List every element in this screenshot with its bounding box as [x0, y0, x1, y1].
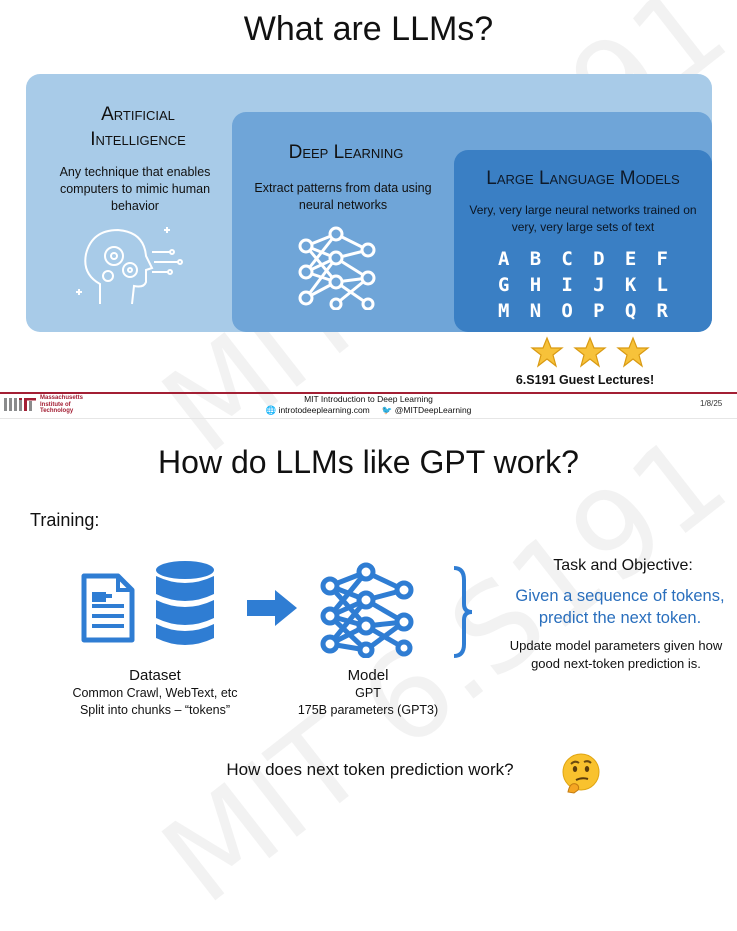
- inst-line: Massachusetts: [40, 395, 84, 401]
- footer-divider: [0, 392, 737, 394]
- dl-description: Extract patterns from data using neural …: [254, 181, 432, 212]
- task-title: Task and Objective:: [553, 557, 693, 574]
- website-link[interactable]: 🌐 introtodeeplearning.com: [266, 405, 370, 415]
- mit-logo-icon: [4, 398, 36, 411]
- twitter-handle: @MITDeepLearning: [394, 405, 472, 415]
- letter: O: [561, 300, 573, 322]
- neural-network-icon: [320, 562, 414, 658]
- letter: C: [561, 248, 573, 270]
- footer-center: MIT Introduction to Deep Learning 🌐 intr…: [200, 394, 537, 415]
- dataset-line: Split into chunks – “tokens”: [79, 703, 231, 717]
- ai-title: Artificial Intelligence: [48, 102, 228, 152]
- llm-title: Large Language Models: [486, 168, 680, 189]
- ai-title-line2: Intelligence: [90, 129, 186, 150]
- llm-box: [454, 150, 712, 332]
- letter: K: [624, 274, 637, 296]
- star-icon: [616, 336, 650, 368]
- slide-title: How do LLMs like GPT work?: [158, 444, 579, 480]
- letter: I: [561, 274, 573, 296]
- course-name: MIT Introduction to Deep Learning: [304, 394, 433, 404]
- dataset-title: Dataset: [129, 667, 181, 684]
- question-text: How does next token prediction work?: [226, 760, 514, 779]
- letter: F: [656, 248, 668, 270]
- inst-line: Institute of: [40, 401, 71, 408]
- letter: H: [529, 274, 542, 296]
- guest-lectures-label: 6.S191 Guest Lectures!: [515, 373, 655, 387]
- website-text: introtodeeplearning.com: [278, 405, 370, 415]
- star-icons: [530, 336, 650, 368]
- inst-line: Technology: [40, 408, 74, 414]
- model-title: Model: [347, 667, 389, 684]
- letter: M: [498, 300, 510, 322]
- slide-separator: [0, 418, 737, 419]
- task-description: Given a sequence of tokens, predict the …: [515, 587, 725, 627]
- twitter-bird-icon: 🐦: [381, 405, 393, 415]
- task-update-text: Update model parameters given how good n…: [509, 638, 723, 671]
- ai-title-line1: Artificial: [101, 104, 175, 125]
- letter: L: [656, 274, 668, 296]
- document-icon: [81, 573, 135, 643]
- letter: E: [624, 248, 637, 270]
- star-icon: [573, 336, 607, 368]
- ai-description: Any technique that enables computers to …: [59, 165, 211, 213]
- letter: G: [498, 274, 510, 296]
- dataset-line: Common Crawl, WebText, etc: [72, 686, 238, 700]
- dl-title: Deep Learning: [288, 142, 404, 163]
- letter: B: [529, 248, 542, 270]
- model-line: GPT: [355, 686, 381, 700]
- thinking-face-icon: [562, 753, 600, 794]
- right-arrow-icon: [247, 590, 297, 626]
- ai-head-icon: [76, 227, 183, 305]
- star-icon: [530, 336, 564, 368]
- database-icon: [156, 561, 214, 645]
- letter: N: [529, 300, 542, 322]
- model-line: 175B parameters (GPT3): [297, 703, 439, 717]
- letter: A: [498, 248, 510, 270]
- letter: P: [593, 300, 605, 322]
- training-label: Training:: [30, 510, 100, 530]
- letter: D: [593, 248, 605, 270]
- globe-icon: 🌐: [265, 405, 277, 415]
- slide-title: What are LLMs?: [243, 10, 494, 48]
- footer-links: 🌐 introtodeeplearning.com 🐦 @MITDeepLear…: [200, 405, 537, 415]
- mit-institution-name: Massachusetts Institute of Technology: [40, 395, 83, 415]
- letter: R: [656, 300, 668, 322]
- model-caption: Model GPT 175B parameters (GPT3): [288, 666, 448, 719]
- right-brace-icon: [453, 566, 473, 658]
- llm-description: Very, very large neural networks trained…: [469, 203, 697, 234]
- letter: J: [593, 274, 605, 296]
- neural-network-icon: [298, 226, 376, 310]
- letter: Q: [624, 300, 637, 322]
- date-label: 1/8/25: [700, 399, 723, 408]
- twitter-link[interactable]: 🐦 @MITDeepLearning: [382, 405, 472, 415]
- dataset-caption: Dataset Common Crawl, WebText, etc Split…: [40, 666, 270, 719]
